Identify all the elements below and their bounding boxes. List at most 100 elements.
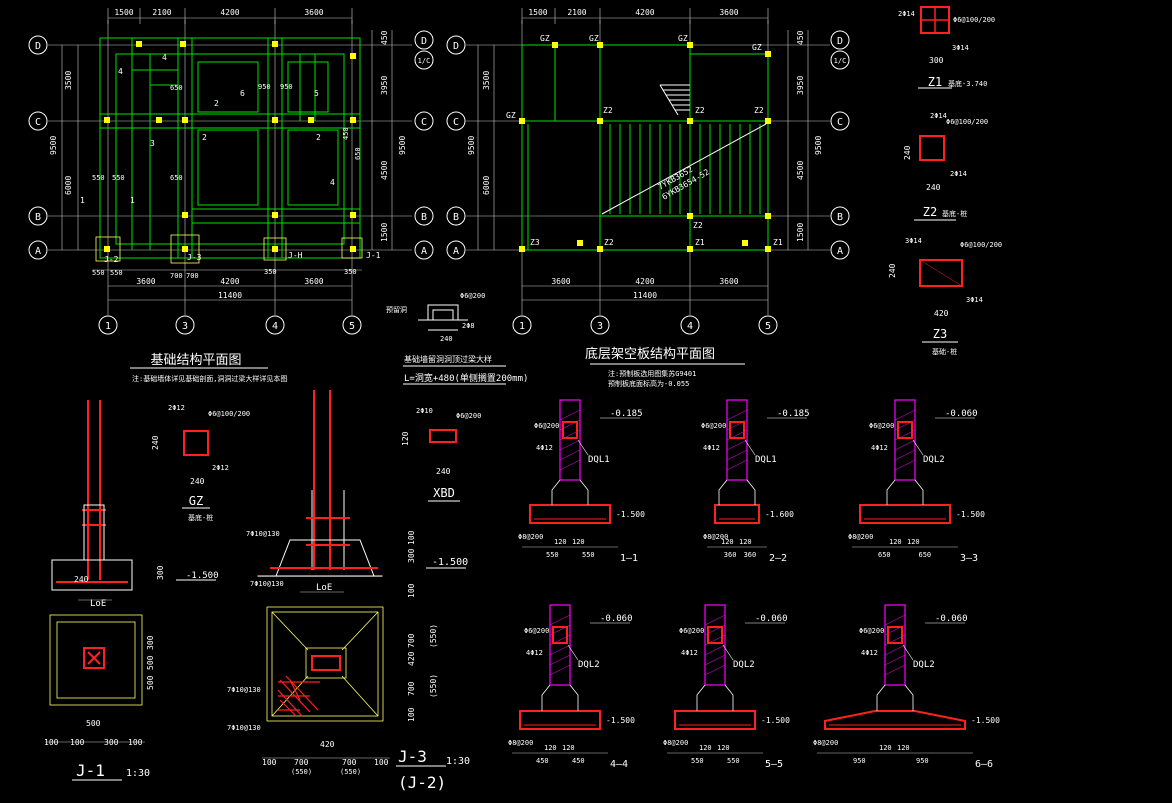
section-1-beam-leader xyxy=(577,439,589,456)
section-6-dim-3: 120 xyxy=(879,744,892,752)
section-6-rebar-2: 4Φ12 xyxy=(861,649,878,657)
section-1-ring-beam xyxy=(562,421,578,439)
section-2-rebar-2: 4Φ12 xyxy=(703,444,720,452)
svg-text:Z2: Z2 xyxy=(695,106,705,115)
svg-text:4200: 4200 xyxy=(220,277,239,286)
section-4-dim-4: 120 xyxy=(562,744,575,752)
left-dim-1: 3500 xyxy=(64,71,73,90)
svg-text:5: 5 xyxy=(349,321,355,332)
section-6-step-right xyxy=(904,684,914,711)
svg-text:7Φ10@130: 7Φ10@130 xyxy=(250,580,284,588)
svg-text:9500: 9500 xyxy=(814,136,823,155)
section-5-rebar-2: 4Φ12 xyxy=(681,649,698,657)
top-dim-4: 3600 xyxy=(304,8,323,17)
section-4-level-top: -0.060 xyxy=(600,614,633,624)
svg-text:240: 240 xyxy=(151,435,160,450)
section-6-ring-beam xyxy=(887,626,903,644)
svg-text:2Φ14: 2Φ14 xyxy=(898,10,915,18)
svg-text:GZ: GZ xyxy=(589,34,599,43)
svg-text:Z3: Z3 xyxy=(530,238,540,247)
j3-alt: (J-2) xyxy=(398,773,446,792)
section-6-hatch-0 xyxy=(884,614,906,626)
section-2-level-top: -0.185 xyxy=(777,409,810,419)
svg-text:240: 240 xyxy=(440,335,453,343)
svg-text:1: 1 xyxy=(130,196,135,205)
svg-text:4: 4 xyxy=(118,67,123,76)
svg-text:700: 700 xyxy=(407,633,416,648)
ground-plan-note-2: 预制板底面标高为-0.055 xyxy=(608,379,689,388)
top-dim-3: 4200 xyxy=(220,8,239,17)
svg-text:2: 2 xyxy=(202,133,207,142)
svg-text:Φ6@100/200: Φ6@100/200 xyxy=(960,241,1002,249)
lintel-detail: 预留洞 Φ6@200 2Φ8 240 基础墙留洞洞顶过梁大样 L=洞宽+480(… xyxy=(386,292,528,385)
section-3-hatch-0 xyxy=(894,409,916,421)
svg-text:2Φ12: 2Φ12 xyxy=(212,464,229,472)
svg-text:(550): (550) xyxy=(429,674,438,698)
svg-text:C: C xyxy=(421,117,427,128)
svg-text:500: 500 xyxy=(146,675,155,690)
svg-text:D: D xyxy=(35,41,41,52)
section-5-dim-1: 550 xyxy=(691,757,704,765)
svg-text:1: 1 xyxy=(105,321,111,332)
column-gz: 2Φ12 Φ6@100/200 2Φ12 240 240 GZ 基底-桩 xyxy=(151,404,250,522)
svg-text:Φ6@100/200: Φ6@100/200 xyxy=(953,16,995,24)
section-3-hatch-4 xyxy=(894,449,916,461)
section-3-name: 3—3 xyxy=(960,553,978,564)
svg-text:550: 550 xyxy=(110,269,123,277)
svg-text:A: A xyxy=(453,246,459,257)
section-4-dim-3: 120 xyxy=(544,744,557,752)
section-4-beam-label: DQL2 xyxy=(578,660,600,670)
section-2-beam-label: DQL1 xyxy=(755,455,777,465)
axis-bubble-3: 3 xyxy=(175,315,195,335)
axis-bubble-c-right: C xyxy=(414,111,434,131)
section-1-dim-1: 550 xyxy=(546,551,559,559)
svg-text:Z1: Z1 xyxy=(695,238,705,247)
section-5-dim-2: 550 xyxy=(727,757,740,765)
svg-text:1:30: 1:30 xyxy=(446,756,470,767)
footing-label-j3: J-3 xyxy=(187,253,202,262)
section-5-ring-beam xyxy=(707,626,723,644)
lintel-title: 基础墙留洞洞顶过梁大样 xyxy=(404,354,492,364)
svg-text:3600: 3600 xyxy=(304,277,323,286)
svg-text:240: 240 xyxy=(190,477,205,486)
right-dim-5: 4500 xyxy=(380,161,389,180)
svg-text:Z2: Z2 xyxy=(603,106,613,115)
section-2-beam-leader xyxy=(744,439,756,456)
section-2-step-left xyxy=(718,479,728,505)
section-4-hatch-0 xyxy=(549,614,571,626)
section-1-dim-4: 120 xyxy=(572,538,585,546)
svg-text:3: 3 xyxy=(150,139,155,148)
svg-text:1/C: 1/C xyxy=(418,57,431,65)
section-1-dim-2: 550 xyxy=(582,551,595,559)
section-2-step-right xyxy=(746,479,756,505)
section-2-level-bot: -1.600 xyxy=(765,510,794,519)
svg-text:5: 5 xyxy=(314,89,319,98)
column-z1: 2Φ14 Φ6@100/200 3Φ14 300 Z1 基底-3.740 xyxy=(898,6,995,89)
svg-text:100: 100 xyxy=(128,738,143,747)
svg-text:1: 1 xyxy=(80,196,85,205)
svg-text:C: C xyxy=(837,117,843,128)
section-3-dim-4: 120 xyxy=(907,538,920,546)
svg-text:4200: 4200 xyxy=(635,277,654,286)
section-3-hatch-5 xyxy=(894,459,916,471)
svg-text:120: 120 xyxy=(401,431,410,446)
svg-text:650: 650 xyxy=(170,174,183,182)
svg-text:GZ: GZ xyxy=(752,43,762,52)
svg-text:7Φ10@130: 7Φ10@130 xyxy=(246,530,280,538)
footing-label-j1: J-1 xyxy=(366,251,381,260)
svg-text:650: 650 xyxy=(170,84,183,92)
section-1-rebar-1: Φ6@200 xyxy=(534,422,559,430)
right-dim-6: 1500 xyxy=(380,223,389,242)
svg-text:Φ6@200: Φ6@200 xyxy=(456,412,481,420)
section-4-hatch-4 xyxy=(549,654,571,666)
footing-j1: LoE -1.500 240 300 300 500 500 500 100 1… xyxy=(44,400,219,781)
section-1-level-top: -0.185 xyxy=(610,409,643,419)
section-1-name: 1—1 xyxy=(620,553,638,564)
section-2-dim-3: 120 xyxy=(721,538,734,546)
section-5-beam-label: DQL2 xyxy=(733,660,755,670)
svg-text:100: 100 xyxy=(44,738,59,747)
svg-text:4: 4 xyxy=(162,53,167,62)
svg-text:3950: 3950 xyxy=(796,76,805,95)
section-5-hatch-4 xyxy=(704,654,726,666)
